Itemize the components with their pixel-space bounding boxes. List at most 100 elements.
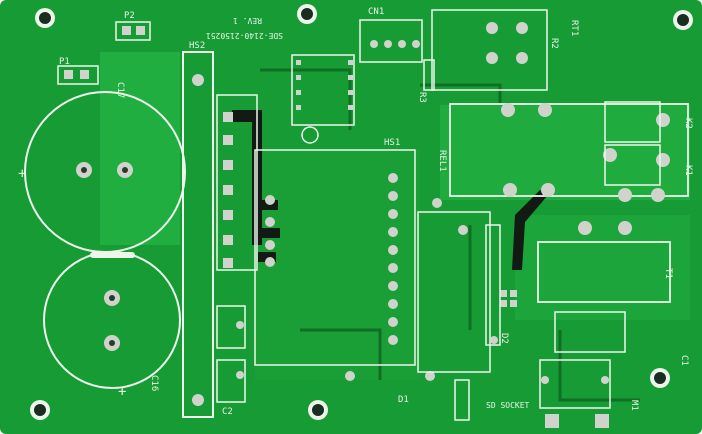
pad — [412, 40, 420, 48]
d2-diode-outline — [485, 224, 501, 346]
rel1-pads — [501, 103, 670, 202]
pad — [398, 40, 406, 48]
t1-pads — [500, 221, 632, 307]
k1-outline — [604, 144, 661, 186]
pad — [500, 290, 507, 297]
label-p2: P2 — [124, 11, 135, 21]
pad — [510, 300, 517, 307]
pad — [388, 245, 398, 255]
cn1-outline — [359, 19, 423, 63]
pad — [296, 105, 301, 110]
label-c1: C1 — [679, 355, 689, 366]
pad — [516, 22, 528, 34]
pad — [595, 414, 609, 428]
pad — [388, 299, 398, 309]
plus-marker: + — [118, 384, 126, 400]
p2-outline — [115, 21, 151, 41]
pad — [578, 221, 592, 235]
pad — [538, 103, 552, 117]
mounting-holes — [30, 4, 693, 420]
label-rel1: REL1 — [437, 150, 447, 172]
pad — [296, 90, 301, 95]
hs2-pad — [192, 394, 204, 406]
label-k2: K2 — [683, 118, 693, 129]
c2-outline — [216, 359, 246, 403]
ic-pads — [296, 60, 353, 110]
hs2-outline — [182, 51, 214, 418]
trace-group — [260, 68, 640, 402]
p1-outline — [57, 65, 99, 85]
k2-outline — [604, 101, 661, 143]
pad — [541, 183, 555, 197]
pad — [64, 70, 73, 79]
pad — [388, 281, 398, 291]
label-cn1: CN1 — [368, 7, 384, 17]
pad — [541, 376, 549, 384]
trace — [420, 83, 502, 105]
cn1-pads — [370, 40, 420, 48]
pad — [370, 40, 378, 48]
socket-outline — [539, 359, 611, 409]
pad — [223, 160, 233, 170]
mounting-hole-center — [312, 404, 324, 416]
resistor-outline — [454, 379, 470, 421]
pad — [651, 188, 665, 202]
pad — [236, 371, 244, 379]
label-hs2: HS2 — [189, 41, 205, 51]
pad — [265, 217, 275, 227]
label-c16: C16 — [149, 375, 159, 391]
dark-trace — [258, 200, 278, 210]
pad — [503, 183, 517, 197]
terminal-outline — [431, 9, 548, 91]
pad — [384, 40, 392, 48]
mounting-hole-center — [654, 372, 666, 384]
small-cap-outline — [301, 126, 319, 144]
pad — [345, 371, 355, 381]
label-r3: R3 — [417, 92, 427, 103]
label-d1: D1 — [398, 395, 409, 405]
pad — [486, 52, 498, 64]
pad — [223, 135, 233, 145]
pad — [500, 300, 507, 307]
pad — [388, 227, 398, 237]
label-d2: D2 — [499, 333, 509, 344]
pad — [136, 26, 145, 35]
pad — [601, 376, 609, 384]
pad — [223, 235, 233, 245]
pad — [348, 90, 353, 95]
label-k1: K1 — [683, 165, 693, 176]
pad-hole — [81, 167, 87, 173]
label-sd-socket: SD SOCKET — [486, 401, 530, 410]
q-outline — [216, 94, 258, 271]
pad — [265, 257, 275, 267]
rel1-outline — [449, 103, 689, 197]
pad — [265, 195, 275, 205]
label-rev: REV. 1 — [233, 16, 262, 25]
pad — [486, 22, 498, 34]
trace — [558, 330, 640, 402]
socket-pads — [541, 376, 609, 428]
pad — [265, 240, 275, 250]
d1-outline — [417, 211, 491, 373]
pad — [458, 225, 468, 235]
label-p1: P1 — [59, 57, 70, 67]
plus-marker: + — [18, 166, 26, 182]
transistor-pads — [223, 112, 275, 268]
pad — [296, 75, 301, 80]
pad — [432, 198, 442, 208]
pad — [545, 414, 559, 428]
trace — [300, 328, 382, 380]
label-m1: M1 — [629, 400, 639, 411]
pad — [348, 75, 353, 80]
pad-hole — [109, 295, 115, 301]
pad — [122, 26, 131, 35]
pad — [425, 371, 435, 381]
dark-trace — [258, 252, 276, 262]
label-c17: C17 — [115, 82, 125, 98]
t1-outline — [537, 241, 671, 303]
dark-trace — [512, 190, 548, 270]
pad — [348, 60, 353, 65]
pad — [348, 105, 353, 110]
pad — [223, 210, 233, 220]
pad — [80, 70, 89, 79]
